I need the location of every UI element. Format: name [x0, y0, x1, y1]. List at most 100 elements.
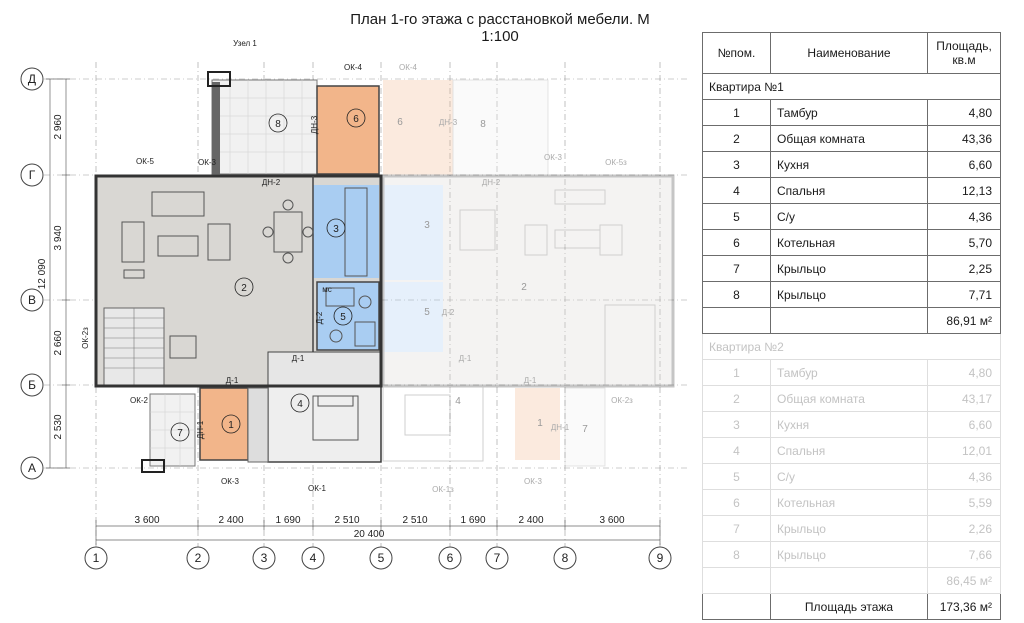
- dimension-label: 3 600: [599, 515, 624, 526]
- axis-label: 4: [310, 551, 317, 565]
- area-cell: 4,36: [927, 463, 1001, 490]
- window-label: ОК-3: [198, 158, 217, 167]
- room-number-cell: 8: [702, 541, 771, 568]
- area-cell: 7,71: [927, 281, 1001, 308]
- room-number: 1: [228, 420, 234, 431]
- area-cell: 4,80: [927, 99, 1001, 126]
- room-name-cell: С/у: [770, 463, 928, 490]
- node-label: Узел 1: [233, 39, 257, 48]
- dimension-label: 2 400: [518, 515, 543, 526]
- axis-label: 9: [657, 551, 664, 565]
- room-name-cell: Кухня: [770, 151, 928, 178]
- room-number: 3: [424, 220, 430, 231]
- apartment-1-title-row: Квартира №1: [702, 73, 1001, 100]
- axis-label: 5: [378, 551, 385, 565]
- room-number-cell: 3: [702, 411, 771, 438]
- window-label: ОК-1з: [432, 485, 454, 494]
- room-name-cell: Общая комната: [770, 385, 928, 412]
- dimension-label: 2 660: [53, 330, 64, 355]
- dimension-label: 3 940: [53, 225, 64, 250]
- floor-total-label: Площадь этажа: [770, 593, 928, 620]
- room-number: 2: [241, 283, 247, 294]
- header-room-name: Наименование: [770, 32, 928, 74]
- room-number-cell: 4: [702, 177, 771, 204]
- room-number-cell: 7: [702, 255, 771, 282]
- axis-label: 8: [562, 551, 569, 565]
- bottom-dimension-chain: [95, 520, 661, 545]
- axis-label: 3: [261, 551, 268, 565]
- table-header-row: №пом. Наименование Площадь, кв.м: [702, 32, 1001, 74]
- door-label: Д-2: [442, 308, 455, 317]
- room-name-cell: Тамбур: [770, 359, 928, 386]
- axis-label: 2: [195, 551, 202, 565]
- dimension-total: 20 400: [354, 529, 385, 540]
- room-name-cell: Общая комната: [770, 125, 928, 152]
- empty-cell: [702, 593, 771, 620]
- apartment-2-room-numbers: 6 8 3 2 5 4 1 7: [397, 117, 588, 435]
- door-label: Д-1: [459, 354, 472, 363]
- door-label: Д-1: [524, 376, 537, 385]
- axis-label: Д: [28, 72, 36, 86]
- room-number-cell: 7: [702, 515, 771, 542]
- window-label: ОК-1: [308, 484, 327, 493]
- room-number-cell: 1: [702, 99, 771, 126]
- apartment-title: Квартира №2: [702, 333, 1001, 360]
- room-number-cell: 5: [702, 463, 771, 490]
- window-label: ОК-5з: [605, 158, 627, 167]
- page-title: План 1-го этажа с расстановкой мебели. М…: [350, 11, 650, 45]
- axis-label: Г: [29, 168, 36, 182]
- window-label: ОК-3: [544, 153, 563, 162]
- area-cell: 2,25: [927, 255, 1001, 282]
- apartment-total: 86,45 м²: [927, 567, 1001, 594]
- door-label: ДН-3: [439, 118, 458, 127]
- apartment-title: Квартира №1: [702, 73, 1001, 100]
- door-label: ДН-2: [262, 178, 281, 187]
- room-name-cell: Котельная: [770, 489, 928, 516]
- room-name-cell: Тамбур: [770, 99, 928, 126]
- bath-label: мс: [322, 285, 332, 294]
- window-label: ОК-3: [221, 477, 240, 486]
- room-number-cell: 4: [702, 437, 771, 464]
- empty-cell: [702, 307, 771, 334]
- door-label: ДН-3: [310, 115, 319, 134]
- room-number-cell: 3: [702, 151, 771, 178]
- axis-label: 7: [494, 551, 501, 565]
- empty-cell: [770, 567, 928, 594]
- dimension-label: 2 960: [53, 114, 64, 139]
- window-label: ОК-5: [136, 157, 155, 166]
- apartment-2-total-row: 86,45 м²: [702, 567, 1001, 594]
- axis-bubbles-letters: Д Г В Б А: [20, 67, 44, 480]
- door-label: ДН-1: [551, 423, 570, 432]
- area-cell: 12,13: [927, 177, 1001, 204]
- dimension-label: 2 510: [402, 515, 427, 526]
- room-number: 7: [582, 424, 588, 435]
- area-cell: 6,60: [927, 151, 1001, 178]
- room-name-cell: Спальня: [770, 437, 928, 464]
- room-name-cell: Крыльцо: [770, 255, 928, 282]
- area-cell: 43,17: [927, 385, 1001, 412]
- axis-label: А: [28, 461, 36, 475]
- room-number: 3: [333, 224, 339, 235]
- apartment-1-total-row: 86,91 м²: [702, 307, 1001, 334]
- axis-label: Б: [28, 378, 36, 392]
- room-number: 8: [480, 119, 486, 130]
- axis-label: В: [28, 293, 36, 307]
- area-cell: 5,70: [927, 229, 1001, 256]
- axis-bubbles-numbers: 1 2 3 4 5 6 7 8 9: [84, 546, 672, 570]
- room-number: 5: [424, 307, 430, 318]
- apartment-1-plan: 6 8 3 2 5 4 1 7 Узел 1 ОК-4 ОК-5 ОК-3 ДН…: [81, 39, 383, 493]
- axis-label: 6: [447, 551, 454, 565]
- dimension-label: 2 530: [53, 414, 64, 439]
- room-number-cell: 5: [702, 203, 771, 230]
- room-name-cell: Кухня: [770, 411, 928, 438]
